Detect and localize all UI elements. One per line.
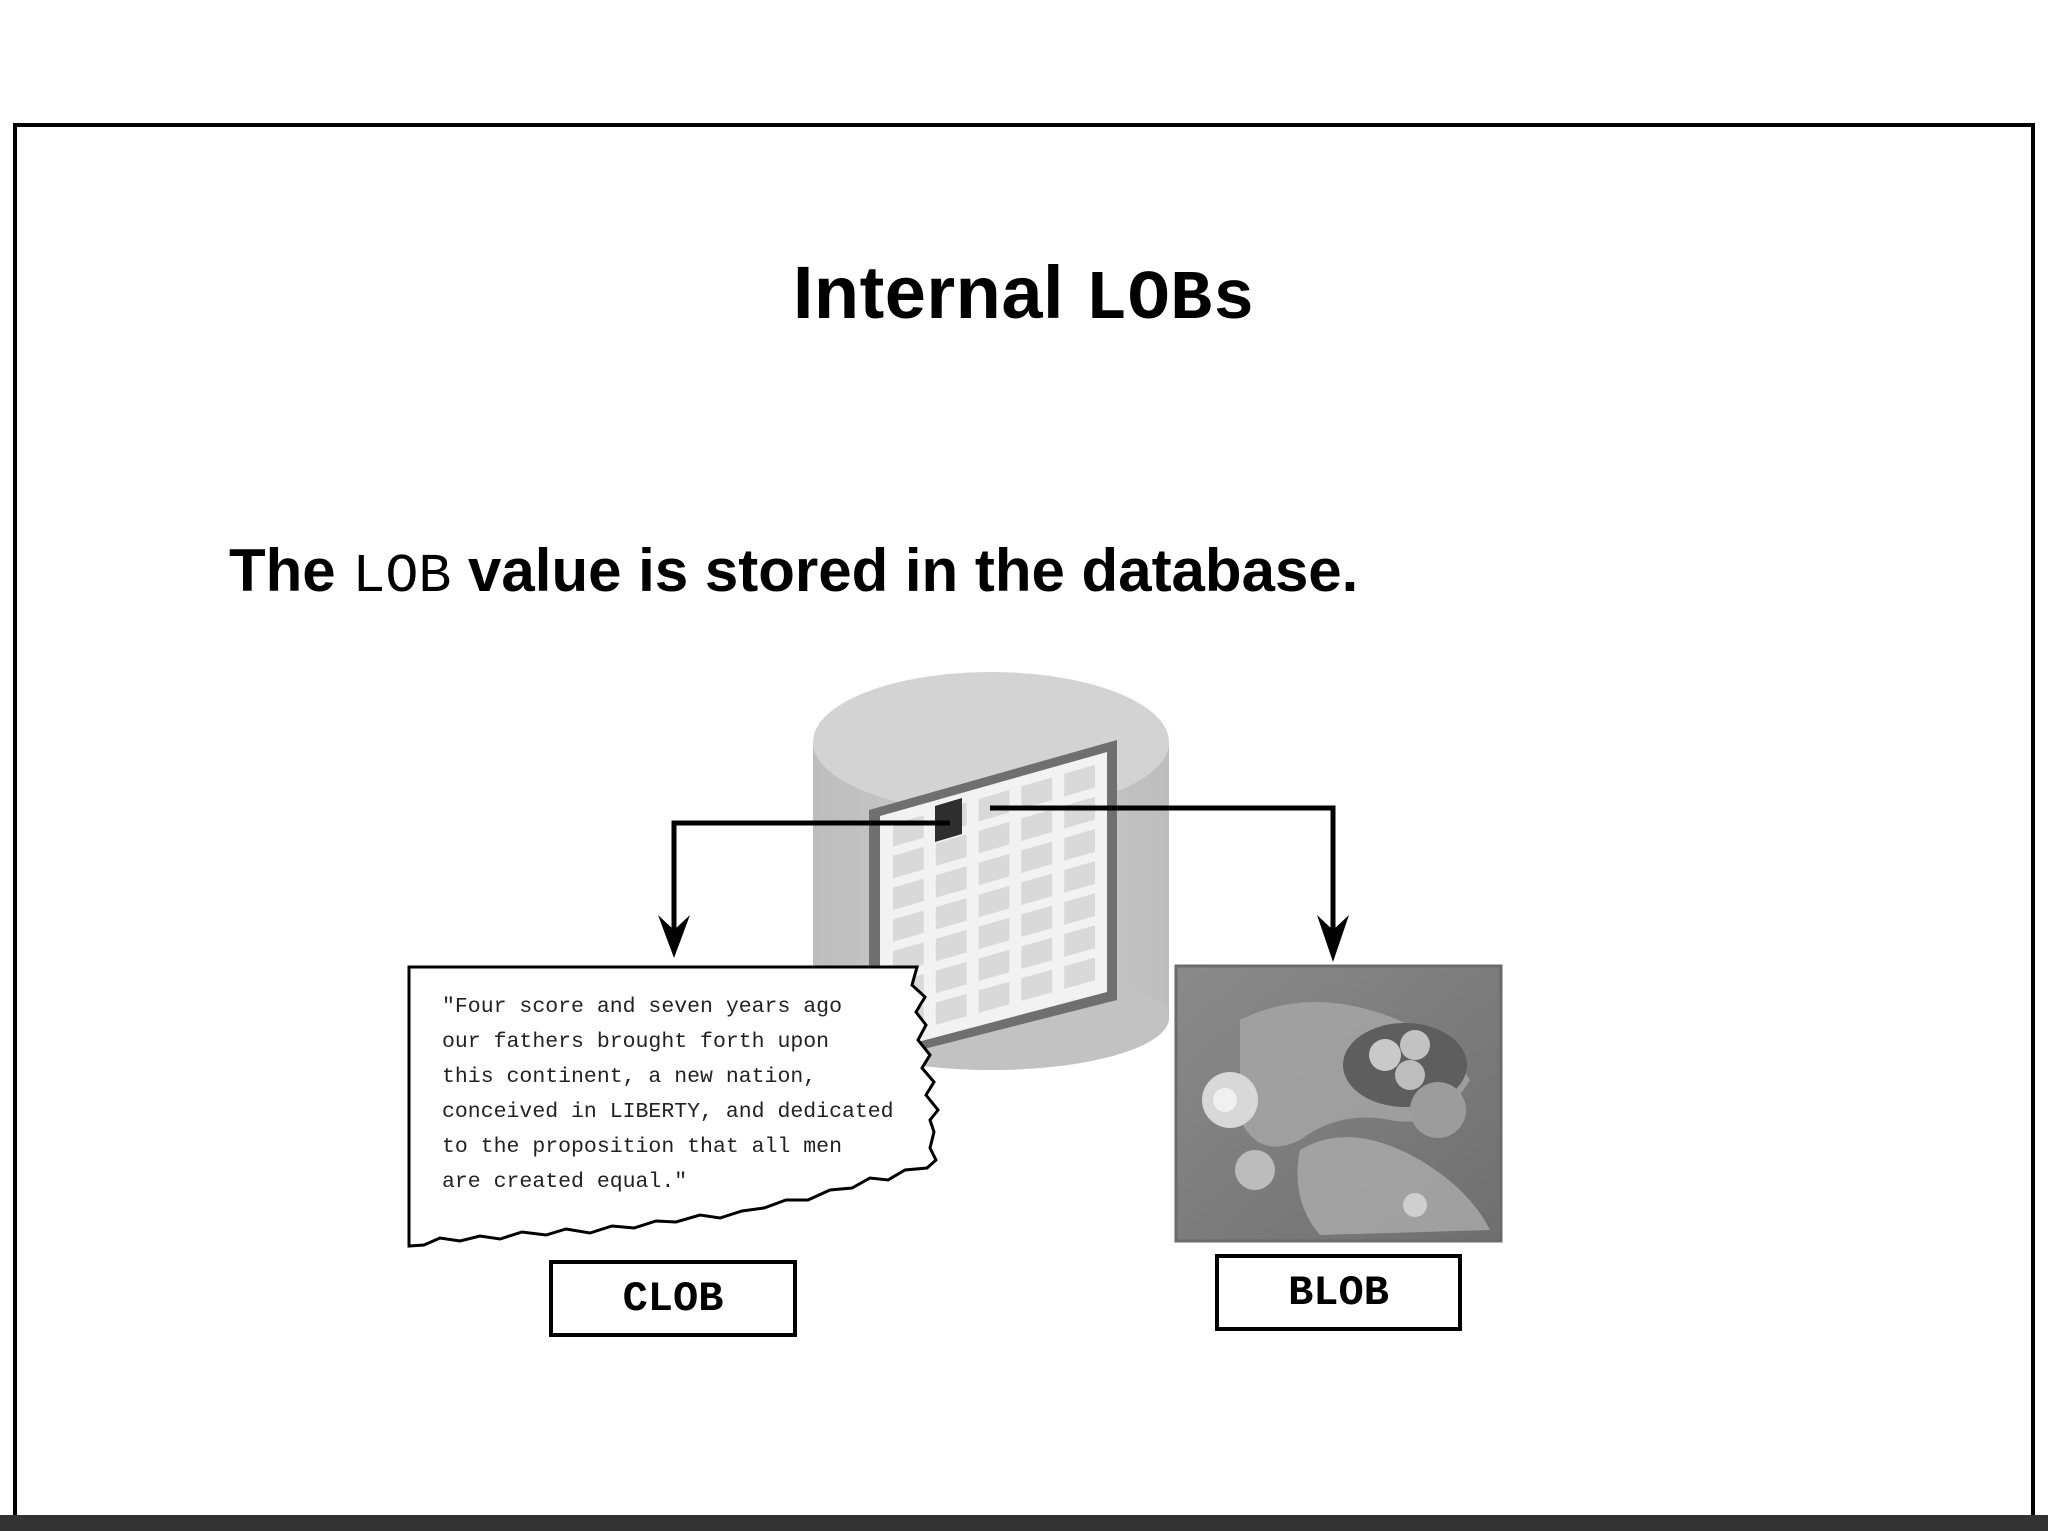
bullet-mono: LOB (352, 545, 452, 608)
grid-cell (893, 910, 924, 942)
bullet-text: The LOB value is stored in the database. (229, 536, 1358, 608)
grid-cell (978, 949, 1010, 982)
still-life-photo-icon (1174, 964, 1503, 1243)
grid-cell (935, 961, 967, 994)
grid-cell (935, 993, 967, 1025)
grid-cell (1021, 841, 1053, 873)
grid-cell (1064, 957, 1095, 989)
clob-text-line: conceived in LIBERTY, and dedicated (442, 1100, 894, 1124)
blob-label: BLOB (1215, 1254, 1462, 1331)
clob-text: "Four score and seven years ago our fathe… (442, 990, 894, 1200)
arrow-to-blob (990, 805, 1349, 962)
grid-cell (1064, 925, 1095, 957)
footer-bar (0, 1515, 2048, 1531)
arrow-to-clob (658, 820, 950, 958)
grid-cell (1021, 777, 1053, 809)
grid-cell (1064, 796, 1095, 829)
clob-text-line: our fathers brought forth upon (442, 1030, 830, 1054)
clob-text-line: to the proposition that all men (442, 1135, 842, 1159)
bullet-before: The (229, 537, 353, 604)
grid-cell (1021, 873, 1053, 905)
grid-cell (893, 878, 924, 911)
grid-cell (935, 930, 967, 962)
clob-label: CLOB (549, 1260, 797, 1337)
highlighted-cell (935, 798, 962, 842)
grid-cell (1021, 905, 1053, 937)
grid-cell (935, 898, 967, 930)
clob-text-line: are created equal." (442, 1170, 688, 1194)
grid-cell (935, 834, 967, 866)
grid-cell (978, 885, 1010, 918)
grid-cell (935, 866, 967, 898)
grid-cell (1064, 861, 1095, 893)
grid-cell (1021, 969, 1053, 1001)
title-text: Internal (792, 251, 1086, 334)
grid-cell (893, 846, 924, 879)
clob-text-line: "Four score and seven years ago (442, 995, 842, 1019)
grid-cell (978, 981, 1010, 1013)
grid-cell (1021, 937, 1053, 969)
grid-cell (1064, 829, 1095, 861)
grid-cell (1064, 764, 1095, 797)
grid-cell (1064, 893, 1095, 925)
title-mono-text: LOBs (1085, 261, 1256, 340)
bullet-after: value is stored in the database. (451, 537, 1359, 604)
grid-cell (978, 917, 1010, 950)
grid-cell (978, 821, 1010, 854)
grid-cell (978, 853, 1010, 886)
clob-document-icon (407, 965, 940, 1248)
grid-cell (1021, 809, 1053, 841)
clob-text-line: this continent, a new nation, (442, 1065, 817, 1089)
slide-title: Internal LOBs (0, 250, 2048, 340)
